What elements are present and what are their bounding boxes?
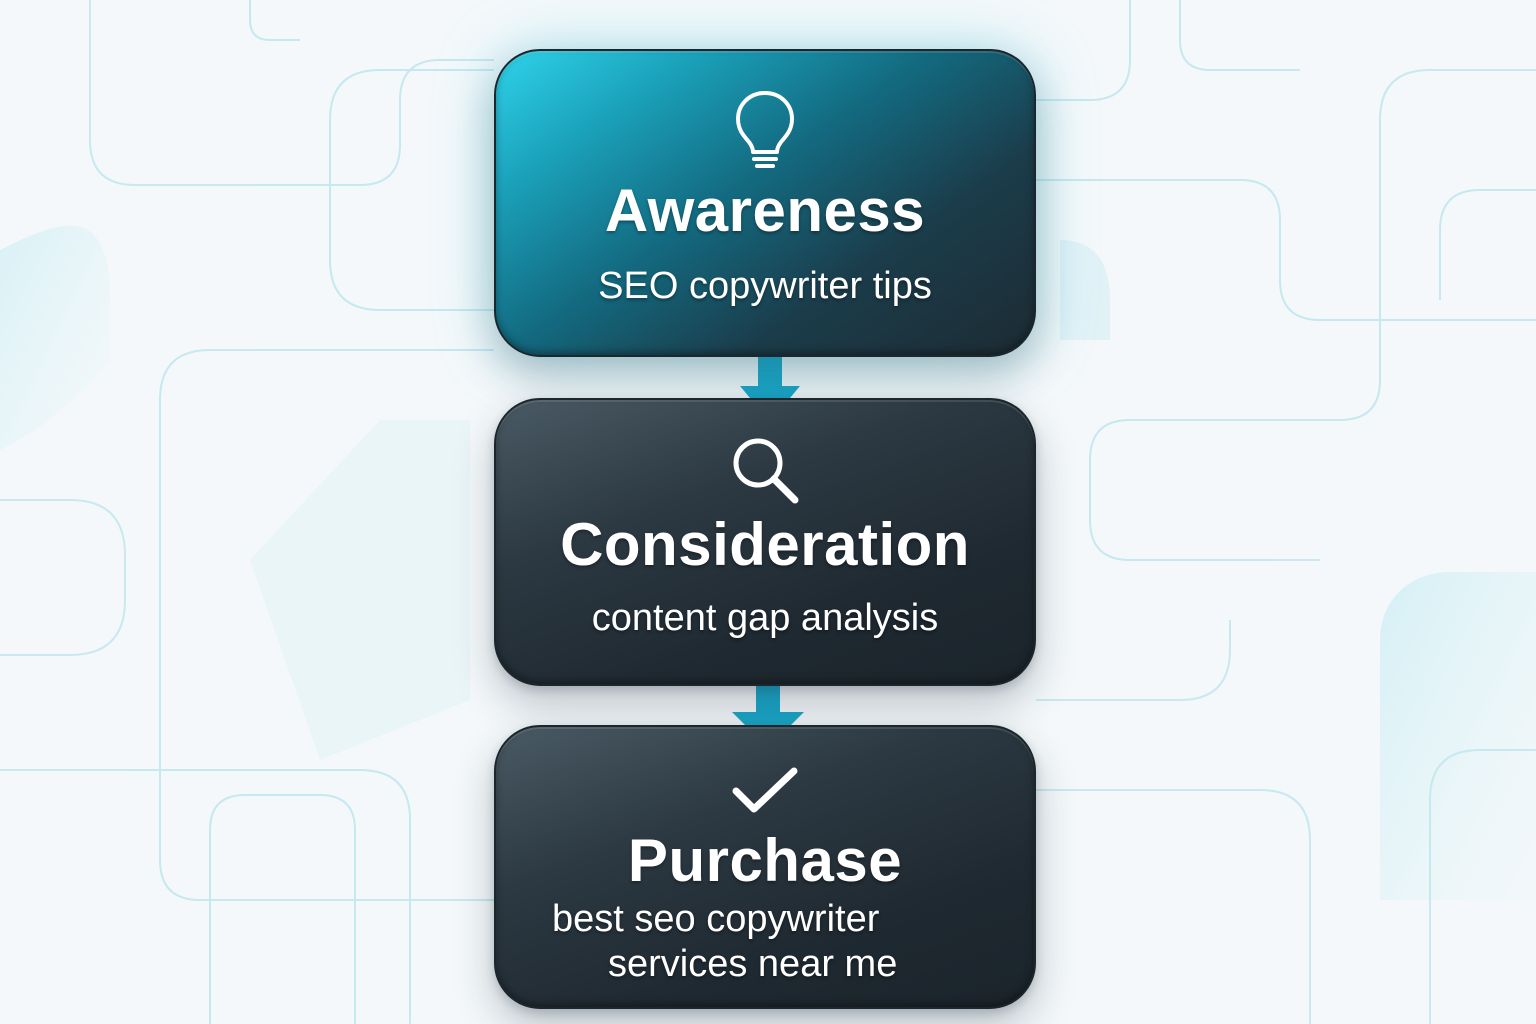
stage-title: Purchase	[627, 827, 903, 894]
stage-title: Consideration	[560, 511, 970, 578]
stage-keyword: SEO copywriter tips	[598, 265, 932, 307]
stage-card-consideration: Consideration content gap analysis	[494, 398, 1036, 686]
stage-card-purchase: Purchase best seo copywriter services ne…	[494, 725, 1036, 1009]
stage-card-awareness: Awareness SEO copywriter tips	[494, 49, 1036, 357]
magnifying-glass-icon	[733, 438, 799, 504]
checkmark-icon	[732, 767, 798, 813]
stage-keyword-line1: best seo copywriter	[552, 898, 880, 940]
stage-keyword: content gap analysis	[591, 597, 939, 639]
stage-keyword-line2: services near me	[608, 943, 898, 985]
lightbulb-icon	[736, 91, 794, 168]
stage-title: Awareness	[604, 177, 926, 244]
